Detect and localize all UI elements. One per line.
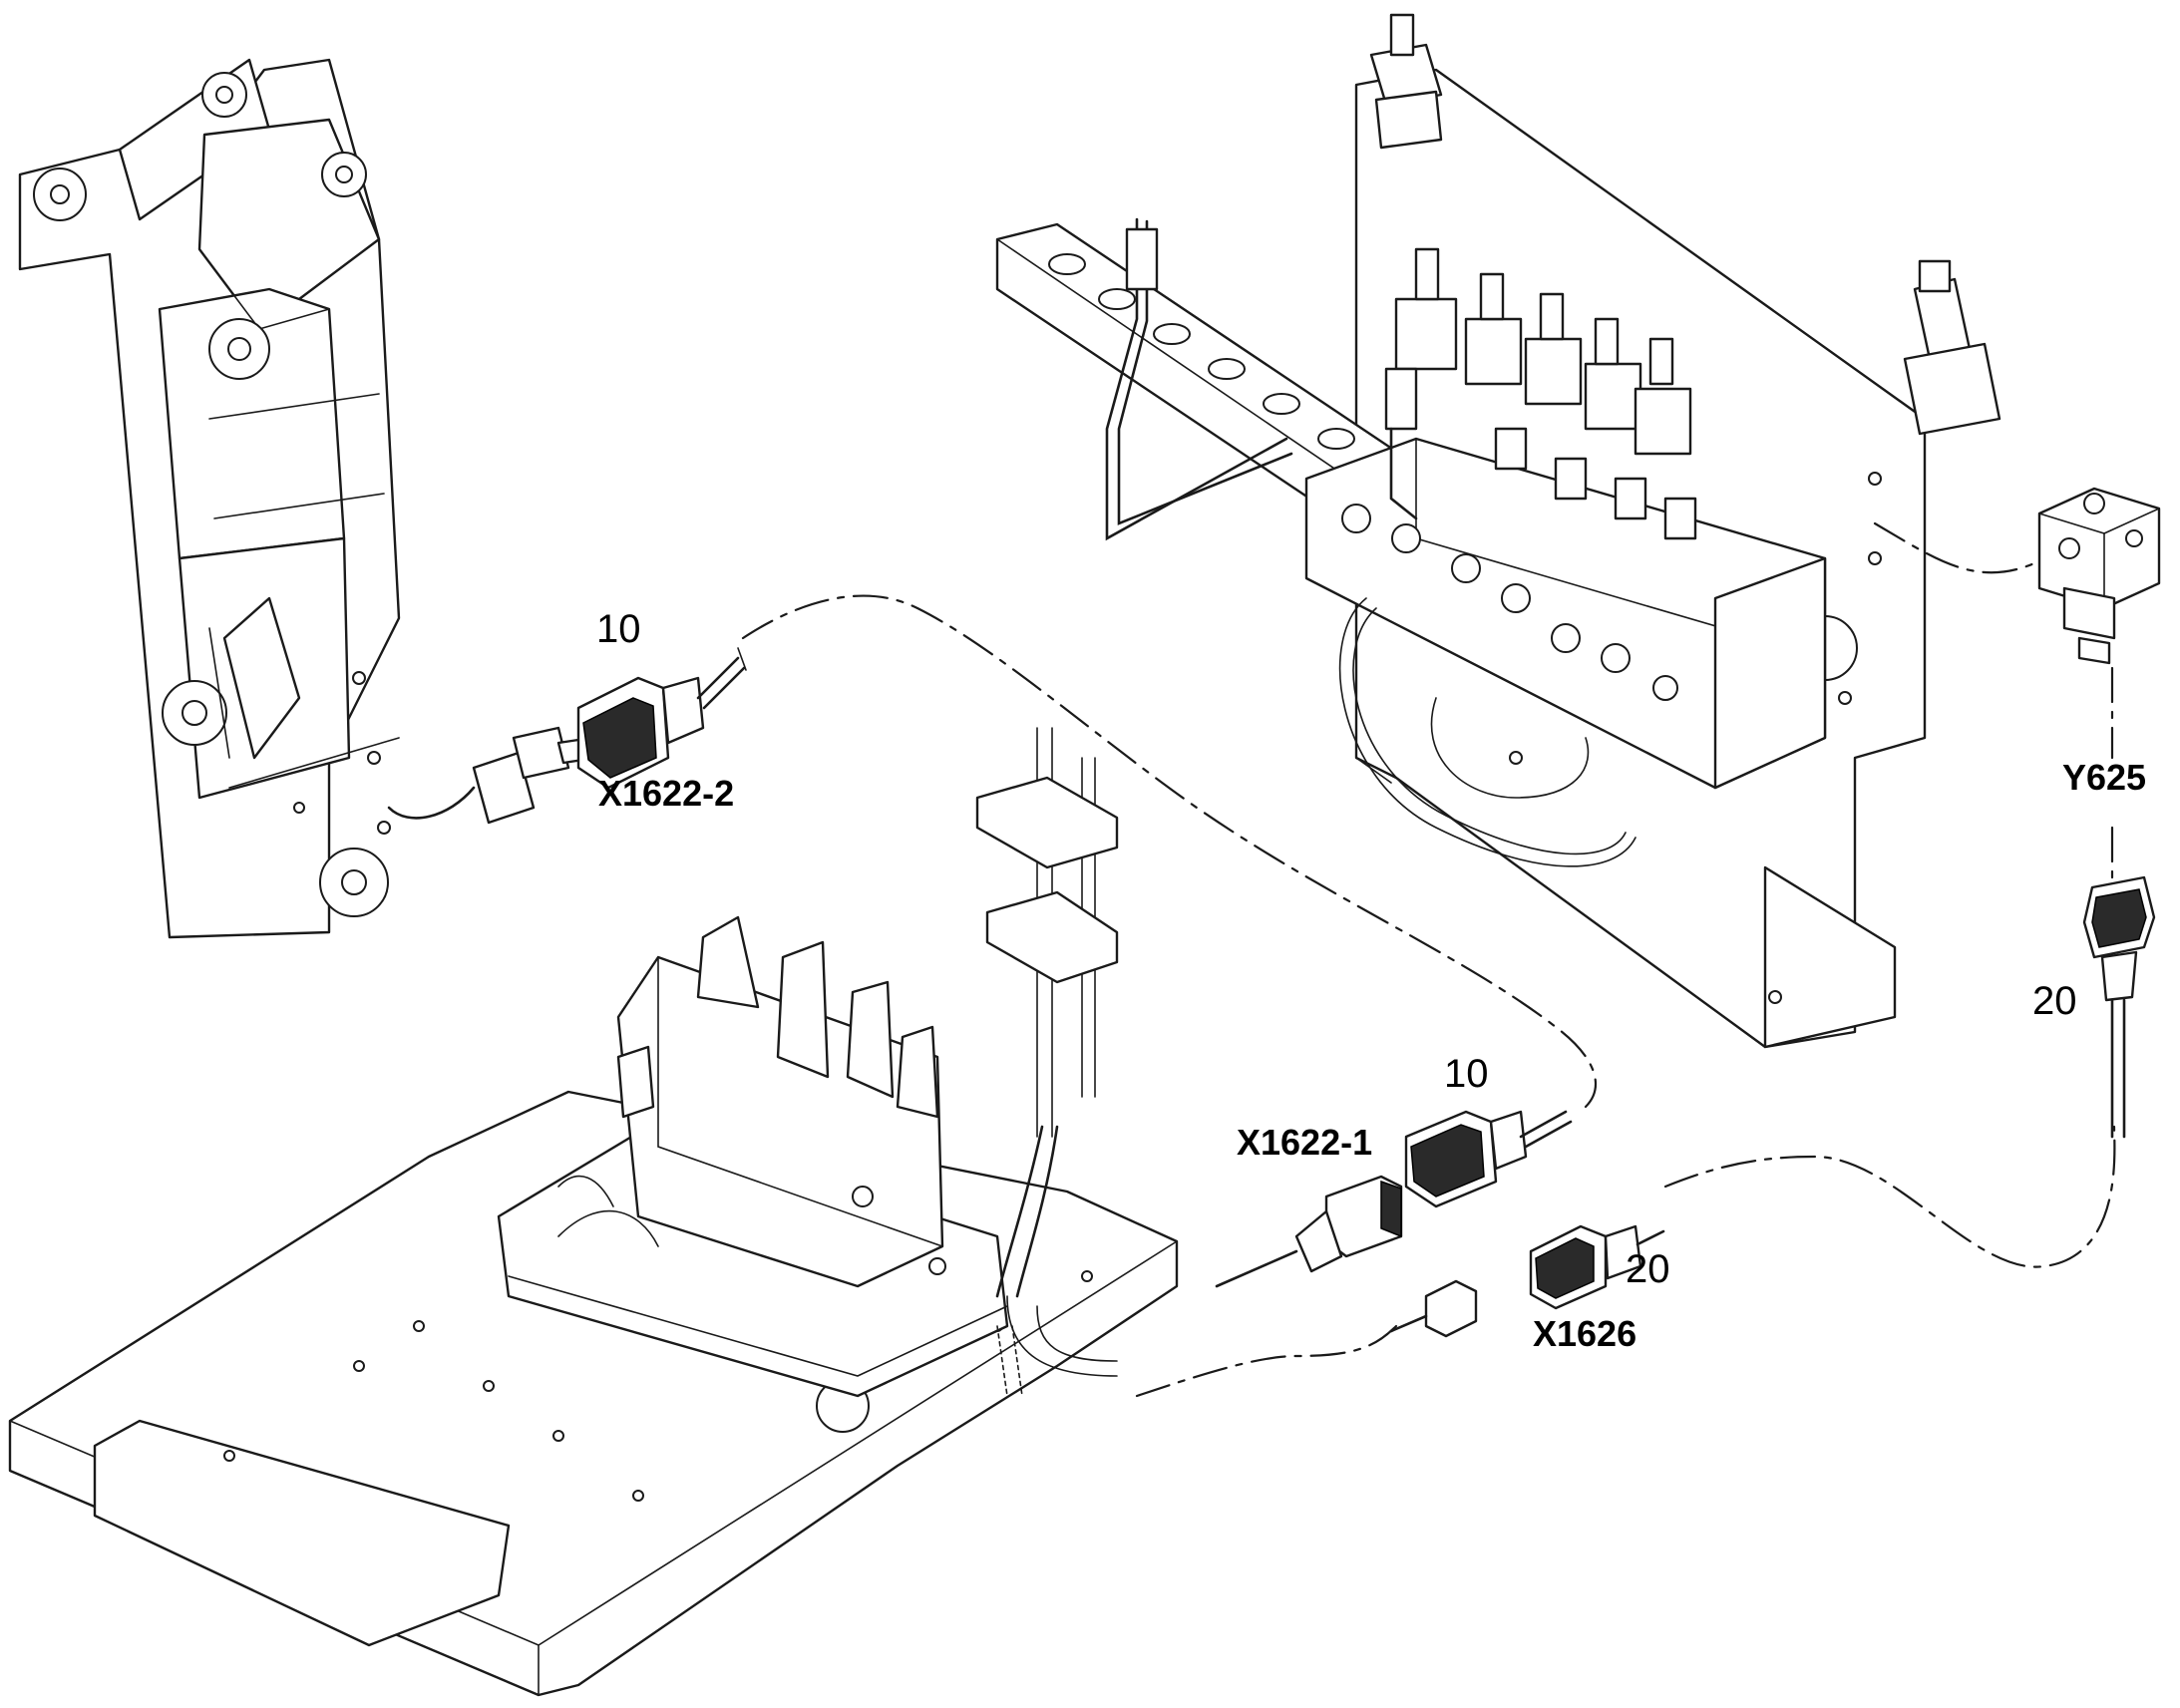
harness-route-y625 xyxy=(1663,1125,2116,1268)
item-number-20-right: 20 xyxy=(2032,979,2077,1023)
connector-label-x1622-1: X1622-1 xyxy=(1237,1122,1372,1163)
seat-base xyxy=(497,915,1009,1398)
harness-route-x1626 xyxy=(1135,1324,1398,1398)
control-valve-assembly xyxy=(995,13,2001,1049)
harness-route-valve-link xyxy=(1873,521,2036,574)
connector-x1622-2[interactable] xyxy=(576,647,747,790)
harness-post xyxy=(975,727,1119,1397)
item-number-20-mid: 20 xyxy=(1626,1247,1670,1291)
connector-seat-mating xyxy=(1215,1175,1403,1288)
connector-x1622-1[interactable] xyxy=(1404,1110,1573,1208)
connector-label-x1626: X1626 xyxy=(1533,1313,1636,1354)
item-number-10-mid: 10 xyxy=(1444,1052,1489,1096)
connector-x1626[interactable] xyxy=(1529,1224,1665,1310)
connector-label-x1622-2: X1622-2 xyxy=(598,773,734,814)
harness-route-x1622 xyxy=(741,594,1598,1109)
boom-arm xyxy=(18,58,401,939)
solenoid-valve-y625 xyxy=(2037,487,2161,665)
connector-y625[interactable] xyxy=(2082,875,2156,1139)
item-number-10-top: 10 xyxy=(596,607,641,651)
boom-cable xyxy=(387,726,585,825)
valve-label-y625: Y625 xyxy=(2062,757,2146,798)
connector-pin xyxy=(1389,1279,1478,1338)
